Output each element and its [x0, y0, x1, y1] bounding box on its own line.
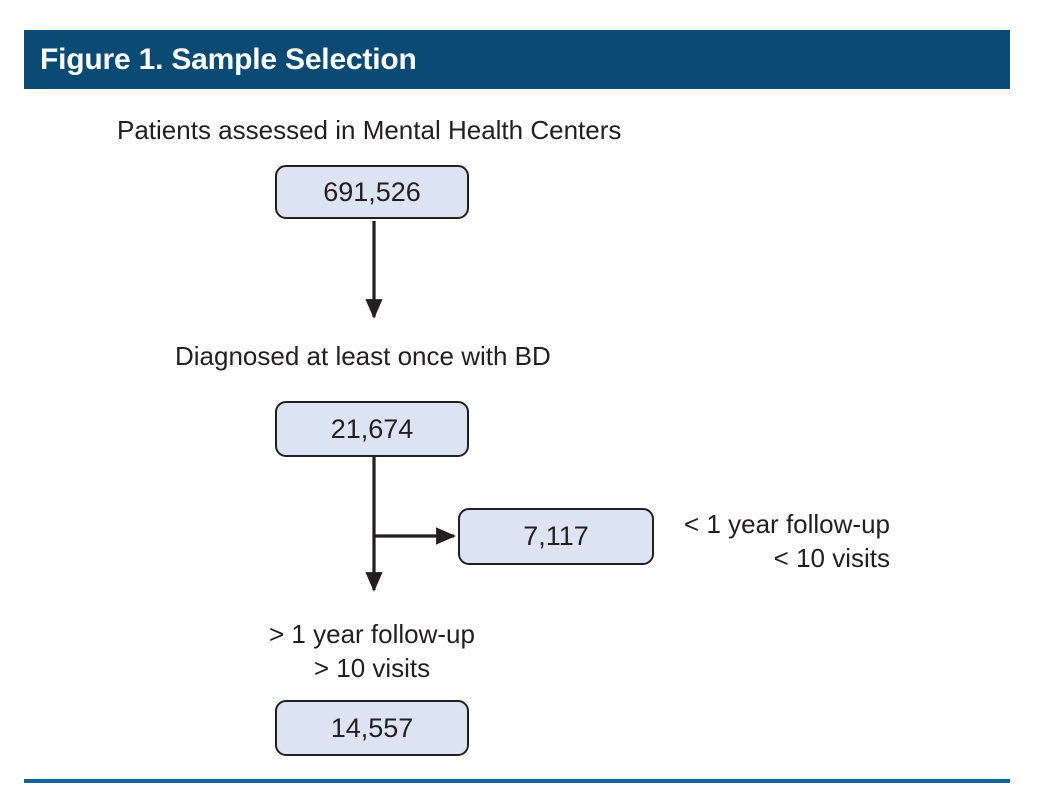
caption-exclusion-line-2: < 10 visits — [773, 542, 890, 573]
flow-box-excluded-value: 7,117 — [523, 521, 589, 551]
caption-inclusion-line-2: > 10 visits — [313, 652, 431, 683]
caption-exclusion-line-1: < 1 year follow-up — [684, 509, 890, 539]
caption-inclusion-criteria: > 1 year follow-up > 10 visits — [244, 618, 500, 686]
caption-diagnosed-with-bd: Diagnosed at least once with BD — [175, 341, 551, 371]
flow-box-assessed[interactable]: 691,526 — [275, 165, 469, 219]
figure-bottom-rule — [24, 779, 1010, 783]
caption-exclusion-criteria: < 1 year follow-up < 10 visits — [664, 508, 890, 576]
flow-box-excluded[interactable]: 7,117 — [458, 508, 654, 565]
flow-box-assessed-value: 691,526 — [323, 176, 421, 207]
figure-title-bar: Figure 1. Sample Selection — [24, 30, 1010, 89]
flow-box-diagnosed[interactable]: 21,674 — [275, 401, 469, 457]
page-title: Figure 1. Sample Selection — [40, 42, 417, 76]
caption-inclusion-line-1: > 1 year follow-up — [269, 619, 475, 649]
flow-box-diagnosed-value: 21,674 — [330, 413, 414, 444]
caption-patients-assessed: Patients assessed in Mental Health Cente… — [117, 115, 622, 145]
flow-box-included-value: 14,557 — [330, 712, 414, 743]
flow-box-included[interactable]: 14,557 — [275, 700, 469, 756]
